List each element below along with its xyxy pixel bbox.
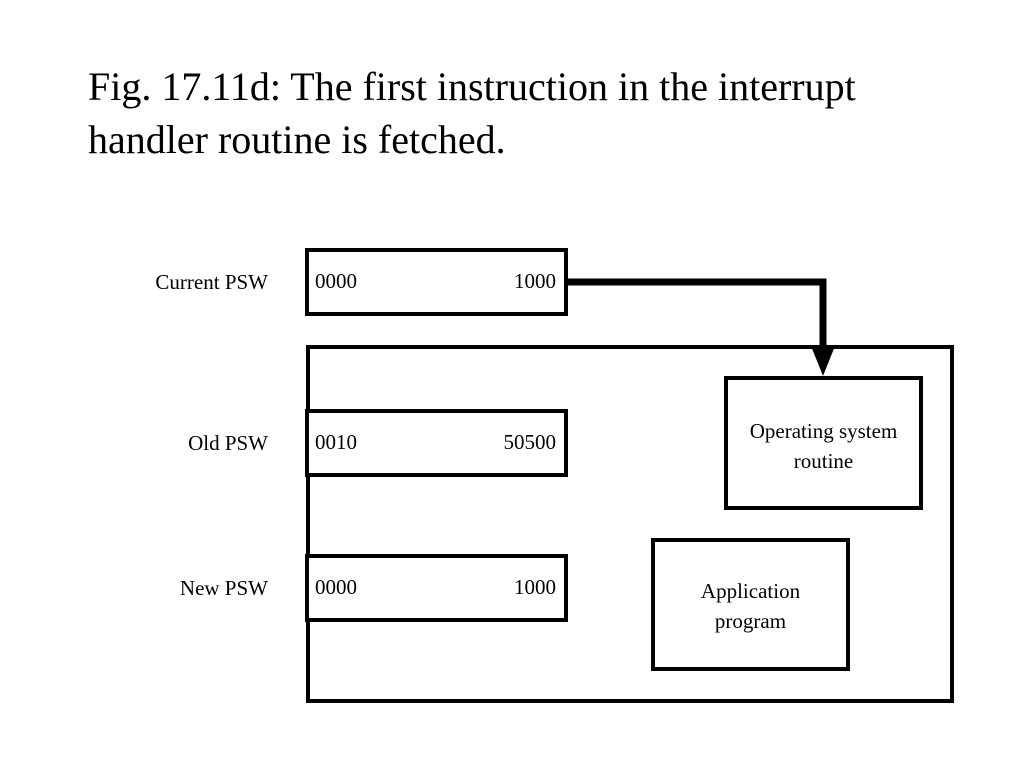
current-psw-address: 1000	[514, 269, 556, 293]
application-program-line-2: program	[714, 609, 787, 633]
new-psw-label: New PSW	[179, 576, 268, 600]
current-psw-label: Current PSW	[155, 270, 268, 294]
new-psw-address: 1000	[514, 575, 556, 599]
application-program-box: Application program	[651, 538, 850, 671]
os-routine-box: Operating system routine	[724, 376, 923, 510]
os-routine-line-1: Operating system	[749, 419, 898, 443]
title-line-2: handler routine is fetched.	[88, 117, 506, 162]
new-psw-register: 0000 1000	[305, 554, 568, 622]
pointer-arrowhead	[811, 346, 835, 376]
title-line-1: Fig. 17.11d: The first instruction in th…	[88, 64, 856, 109]
application-program-line-1: Application	[700, 579, 801, 603]
old-psw-address: 50500	[503, 430, 557, 454]
os-routine-line-2: routine	[793, 449, 854, 473]
new-psw-status: 0000	[315, 575, 357, 599]
memory-region	[306, 345, 954, 703]
pointer-arrow-line	[566, 278, 827, 350]
old-psw-register: 0010 50500	[305, 409, 568, 477]
figure-title: Fig. 17.11d: The first instruction in th…	[88, 60, 988, 166]
old-psw-label: Old PSW	[188, 431, 268, 455]
current-psw-status: 0000	[315, 269, 357, 293]
old-psw-status: 0010	[315, 430, 357, 454]
